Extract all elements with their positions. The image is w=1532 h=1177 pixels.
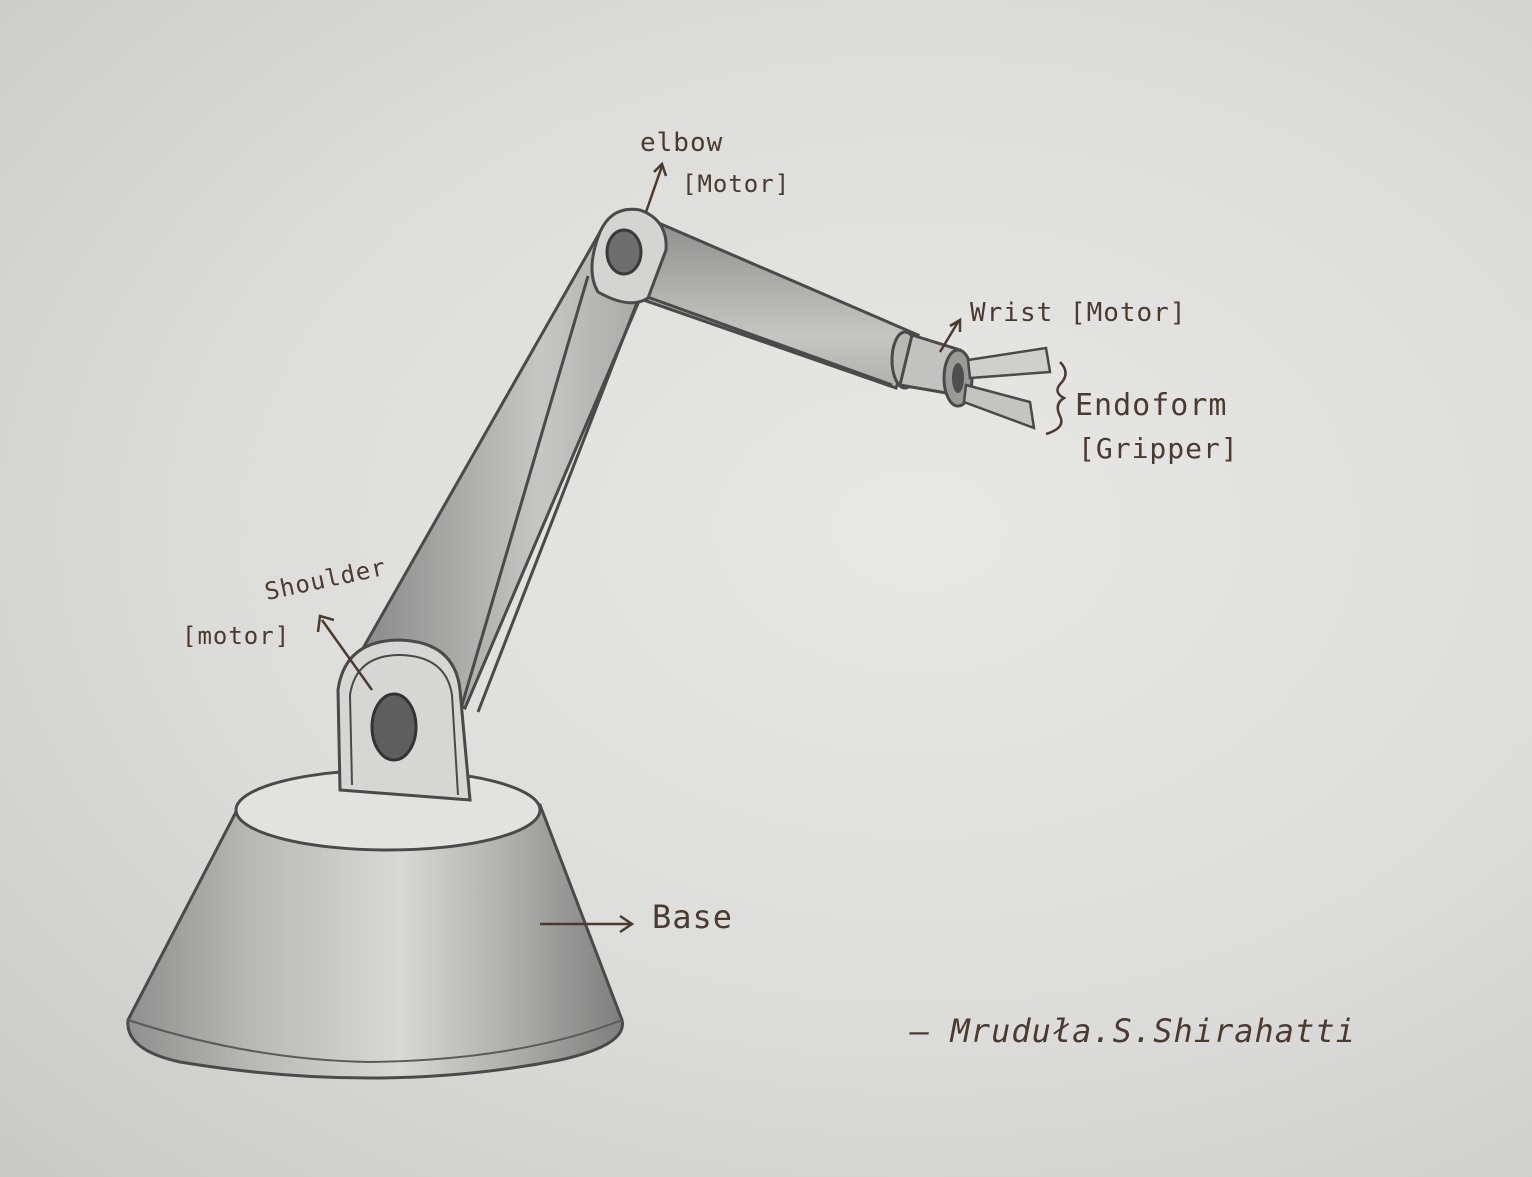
- wrist-motor-label: Wrist [Motor]: [970, 298, 1187, 328]
- artist-signature: — Mruduła.S.Shirahatti: [910, 1012, 1356, 1050]
- elbow-motor-label: [Motor]: [682, 170, 790, 198]
- wrist-joint: [892, 332, 972, 406]
- shoulder-motor-label: [motor]: [182, 622, 290, 650]
- endoform-label: Endoform: [1075, 388, 1228, 423]
- elbow-arrow: [646, 166, 662, 212]
- gripper-fingers: [964, 348, 1050, 428]
- shoulder-bracket: [338, 640, 470, 800]
- base-label: Base: [652, 898, 733, 936]
- gripper-label: [Gripper]: [1078, 432, 1239, 465]
- elbow-label: elbow: [640, 128, 723, 158]
